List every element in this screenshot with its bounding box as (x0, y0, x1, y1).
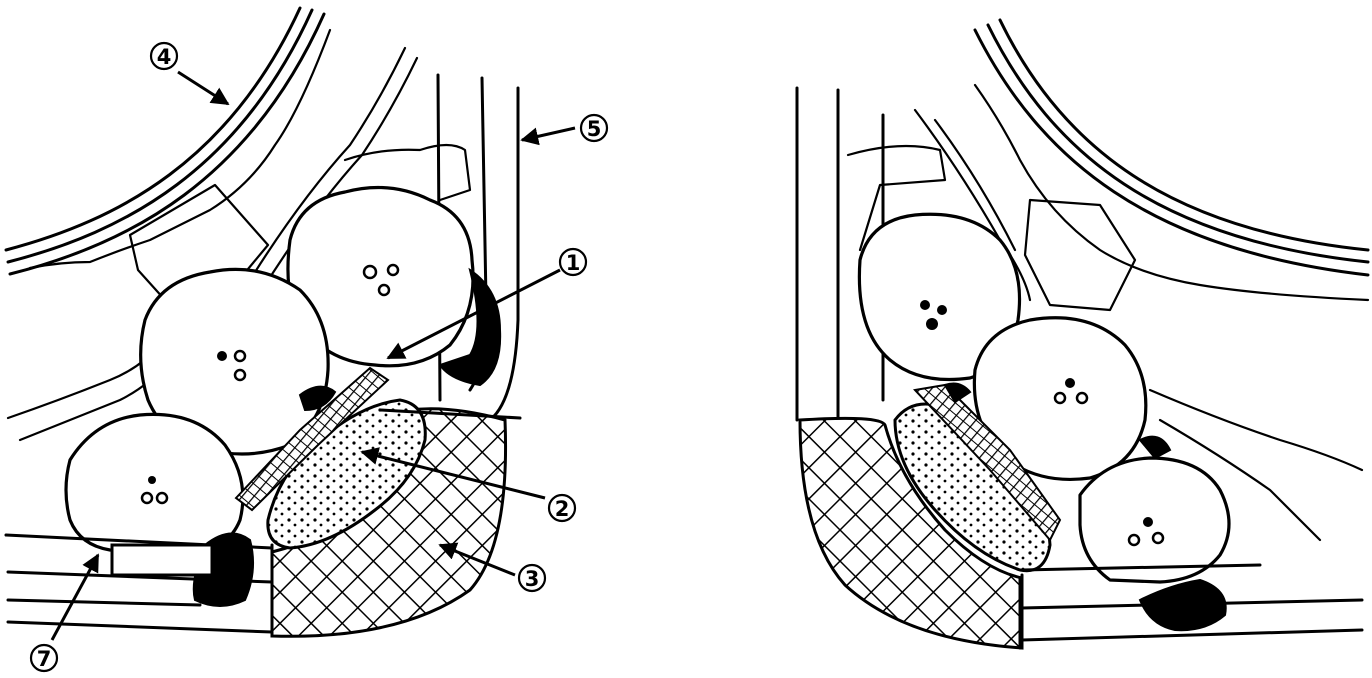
label-7-text: 7 (37, 647, 52, 671)
arrow-5 (522, 128, 575, 140)
outer-wall-line (6, 8, 300, 250)
base-line (8, 600, 200, 605)
round-cell (1080, 458, 1229, 582)
dark-deposit (1140, 437, 1170, 458)
label-3-text: 3 (525, 567, 540, 591)
label-4-text: 4 (157, 45, 172, 69)
label-7: 7 (31, 645, 57, 671)
label-1-text: 1 (566, 251, 581, 275)
outer-wall-wavy (975, 85, 1368, 300)
small-cell (1025, 200, 1135, 310)
label-2: 2 (549, 495, 575, 521)
label-2-text: 2 (555, 497, 570, 521)
outer-wall-wavy (30, 30, 330, 268)
label-5-text: 5 (587, 117, 602, 141)
base-line (1022, 630, 1362, 640)
rect-segment (112, 545, 212, 575)
base-line (8, 622, 272, 632)
inner-boundary (8, 345, 160, 418)
outer-wall-line (975, 30, 1368, 275)
label-4: 4 (151, 43, 177, 69)
label-5: 5 (581, 115, 607, 141)
arrow-7 (52, 555, 98, 640)
left-panel: 1 2 3 4 5 7 (6, 8, 607, 671)
inner-boundary (1150, 390, 1362, 470)
right-panel (797, 20, 1368, 648)
round-cell (66, 414, 243, 555)
arrow-4 (178, 72, 228, 104)
label-1: 1 (560, 249, 586, 275)
label-3: 3 (519, 565, 545, 591)
